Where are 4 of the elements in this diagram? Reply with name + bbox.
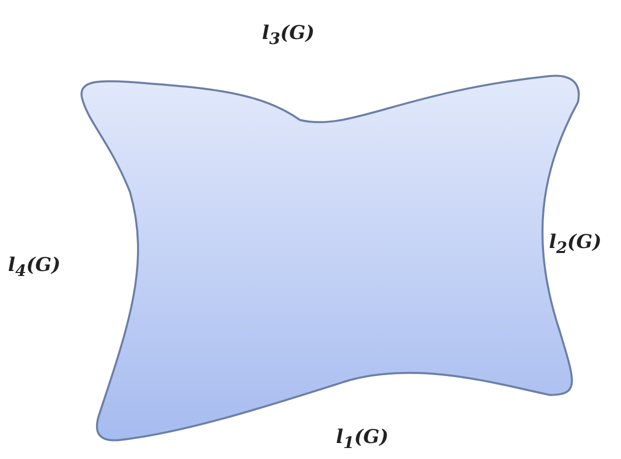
boundary-label: l$_{4}$(G) <box>8 254 60 280</box>
boundary-label: l$_{3}$(G) <box>262 22 314 48</box>
boundary-label: l$_{1}$(G) <box>336 426 388 452</box>
boundary-label: l$_{2}$(G) <box>549 231 602 257</box>
